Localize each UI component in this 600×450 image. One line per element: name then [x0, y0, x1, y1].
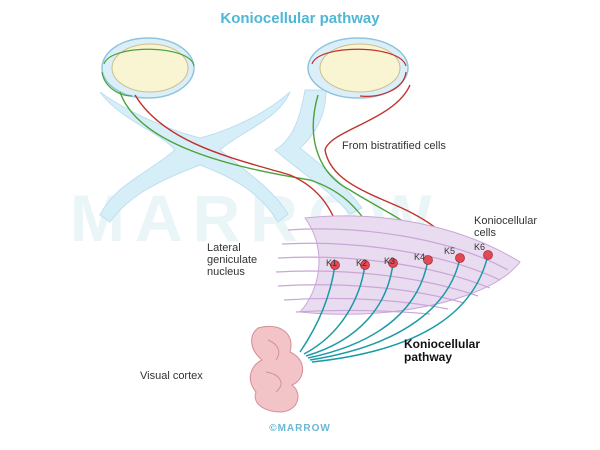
- label-pathway-2: pathway: [404, 350, 453, 364]
- k4-node: [423, 255, 433, 265]
- label-visual-cortex: Visual cortex: [140, 370, 203, 382]
- k6-node: [483, 250, 493, 260]
- label-pathway-1: Koniocellular: [404, 337, 481, 351]
- lgn-layers: [275, 215, 521, 315]
- k-nodes: [330, 250, 493, 270]
- label-k4: K4: [414, 252, 426, 262]
- label-k2: K2: [356, 258, 368, 268]
- label-konio-cells-2: cells: [474, 227, 497, 239]
- diagram-title: Koniocellular pathway: [220, 10, 380, 27]
- k2-node: [360, 260, 370, 270]
- label-lgn-3: nucleus: [207, 266, 245, 278]
- right-eye: [307, 37, 409, 99]
- k3-node: [388, 258, 398, 268]
- left-eye: [101, 37, 195, 99]
- label-lgn-1: Lateral: [207, 242, 241, 254]
- red-fiber-left: [134, 94, 346, 251]
- k5-node: [455, 253, 465, 263]
- green-fiber-right: [312, 94, 426, 236]
- right-optic-nerve-shape: [274, 89, 363, 215]
- label-k1: K1: [326, 258, 338, 268]
- teal-fibers: [299, 254, 489, 363]
- copyright-text: ©MARROW: [269, 423, 331, 434]
- label-k5: K5: [444, 246, 456, 256]
- label-bistratified: From bistratified cells: [342, 140, 446, 152]
- label-k3: K3: [384, 256, 396, 266]
- k1-node: [330, 260, 340, 270]
- visual-cortex-shape: [249, 326, 304, 413]
- label-lgn-2: geniculate: [207, 254, 258, 266]
- green-fiber-left: [119, 91, 379, 259]
- label-konio-cells-1: Koniocellular: [474, 215, 537, 227]
- optic-tract-shape: [99, 91, 291, 223]
- label-k6: K6: [474, 242, 486, 252]
